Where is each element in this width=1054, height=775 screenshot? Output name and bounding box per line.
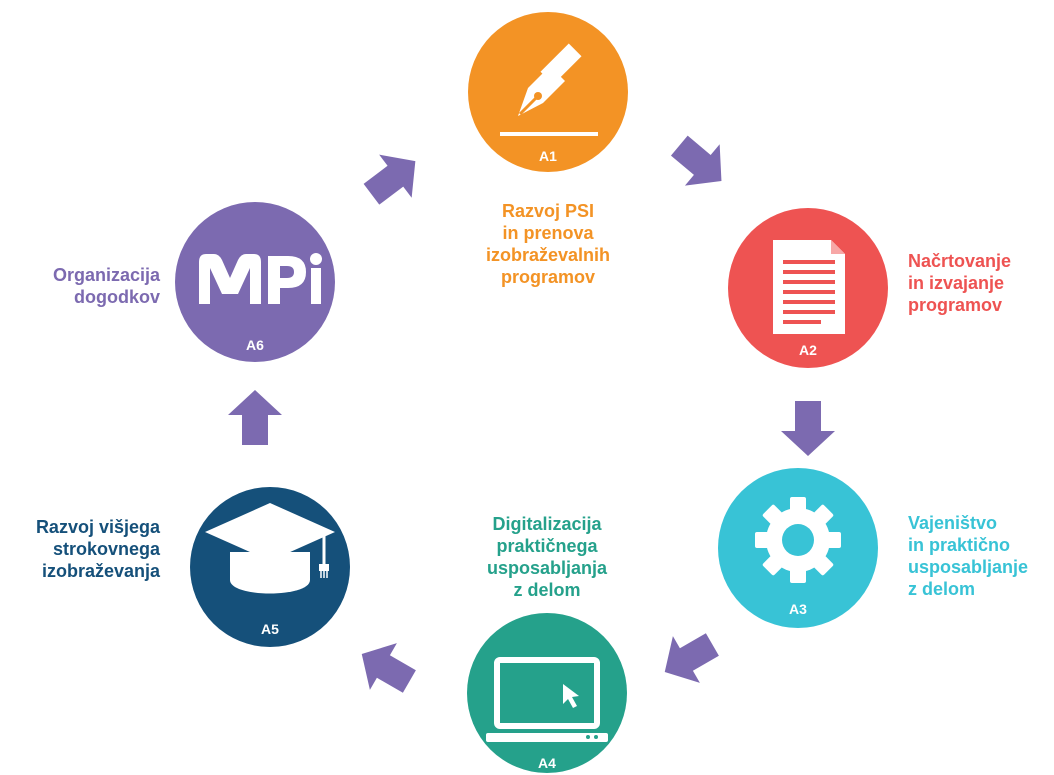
node-a3: A3 (718, 468, 878, 628)
node-a4: A4 (467, 613, 627, 773)
arrow-a5-to-a6 (228, 390, 282, 445)
graduation-cap-icon (205, 503, 335, 594)
cycle-arrows (228, 135, 835, 693)
node-a1-label: Razvoj PSI in prenova izobraževalnih pro… (485, 201, 611, 287)
node-a6-label: Organizacija dogodkov (52, 265, 160, 307)
node-a5: A5 (190, 487, 350, 647)
node-a5-id: A5 (261, 621, 279, 637)
node-a1: A1 (468, 12, 628, 172)
node-a1-id: A1 (539, 148, 557, 164)
pen-nib-icon (500, 43, 598, 136)
arrow-a2-to-a3 (781, 401, 835, 456)
arrow-a6-to-a1 (363, 154, 416, 205)
laptop-icon (486, 657, 608, 742)
node-a2-label: Načrtovanje in izvajanje programov (908, 251, 1012, 315)
node-a4-id: A4 (538, 755, 556, 771)
arrow-a1-to-a2 (670, 135, 722, 186)
node-a3-id: A3 (789, 601, 807, 617)
gear-icon (755, 497, 841, 583)
node-a4-label: Digitalizacija praktičnega usposabljanja… (486, 514, 608, 600)
node-a5-label: Razvoj višjega strokovnega izobraževanja (35, 517, 160, 581)
arrow-a4-to-a5 (361, 643, 416, 693)
mpi-logo (199, 253, 322, 304)
node-a2: A2 (728, 208, 888, 368)
node-a6: A6 (175, 202, 335, 362)
node-a6-id: A6 (246, 337, 264, 353)
document-icon (773, 240, 845, 334)
arrow-a3-to-a4 (664, 633, 719, 683)
node-a2-id: A2 (799, 342, 817, 358)
node-a4-circle (467, 613, 627, 773)
node-a3-label: Vajeništvo in praktično usposabljanje z … (908, 513, 1029, 599)
